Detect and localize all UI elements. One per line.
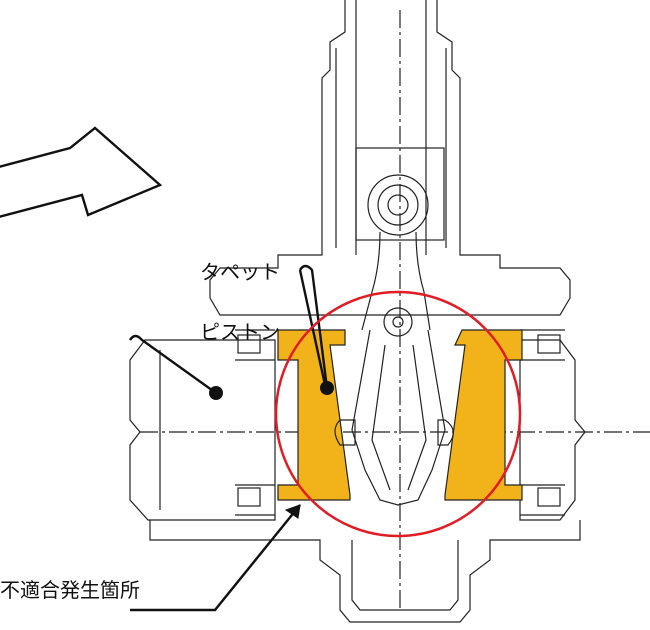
rod-end-pin-core (392, 316, 404, 328)
pin-inner (387, 194, 409, 216)
cam-right (437, 419, 454, 446)
direction-arrow-icon (0, 126, 163, 218)
failure-arrow-head (284, 504, 301, 519)
tappet-left (277, 329, 351, 501)
piston-right-grooves (520, 329, 565, 516)
seal-right-top (537, 334, 561, 354)
seal-right-bottom (537, 487, 561, 507)
piston-leader-line (128, 334, 217, 394)
lower-housing-outline (149, 520, 581, 623)
connecting-rod (361, 231, 431, 331)
piston-label: ピストン (200, 320, 280, 344)
cam-left (334, 419, 356, 446)
tappet-right (444, 329, 523, 501)
tappet-stem (351, 329, 446, 506)
piston-left-grooves (159, 329, 275, 516)
failure-location-label: 不適合発生箇所 (0, 578, 140, 602)
lower-housing-inner (351, 540, 459, 611)
piston-right-body (519, 339, 586, 521)
rod-end-pin (383, 307, 413, 337)
tappet-label: タペット (200, 260, 280, 284)
tappet-stem-split (371, 344, 427, 491)
seal-left-top (237, 334, 261, 354)
pin-middle (377, 184, 419, 226)
pin-outer (367, 174, 429, 236)
upper-housing-inner (335, 0, 447, 255)
seal-left-bottom (237, 487, 261, 507)
failure-highlight-circle (274, 290, 522, 538)
failure-leader-line (130, 504, 301, 612)
tappet-leader-line (298, 264, 329, 389)
upper-housing-outline (209, 0, 571, 316)
piston-left-body (129, 339, 276, 521)
